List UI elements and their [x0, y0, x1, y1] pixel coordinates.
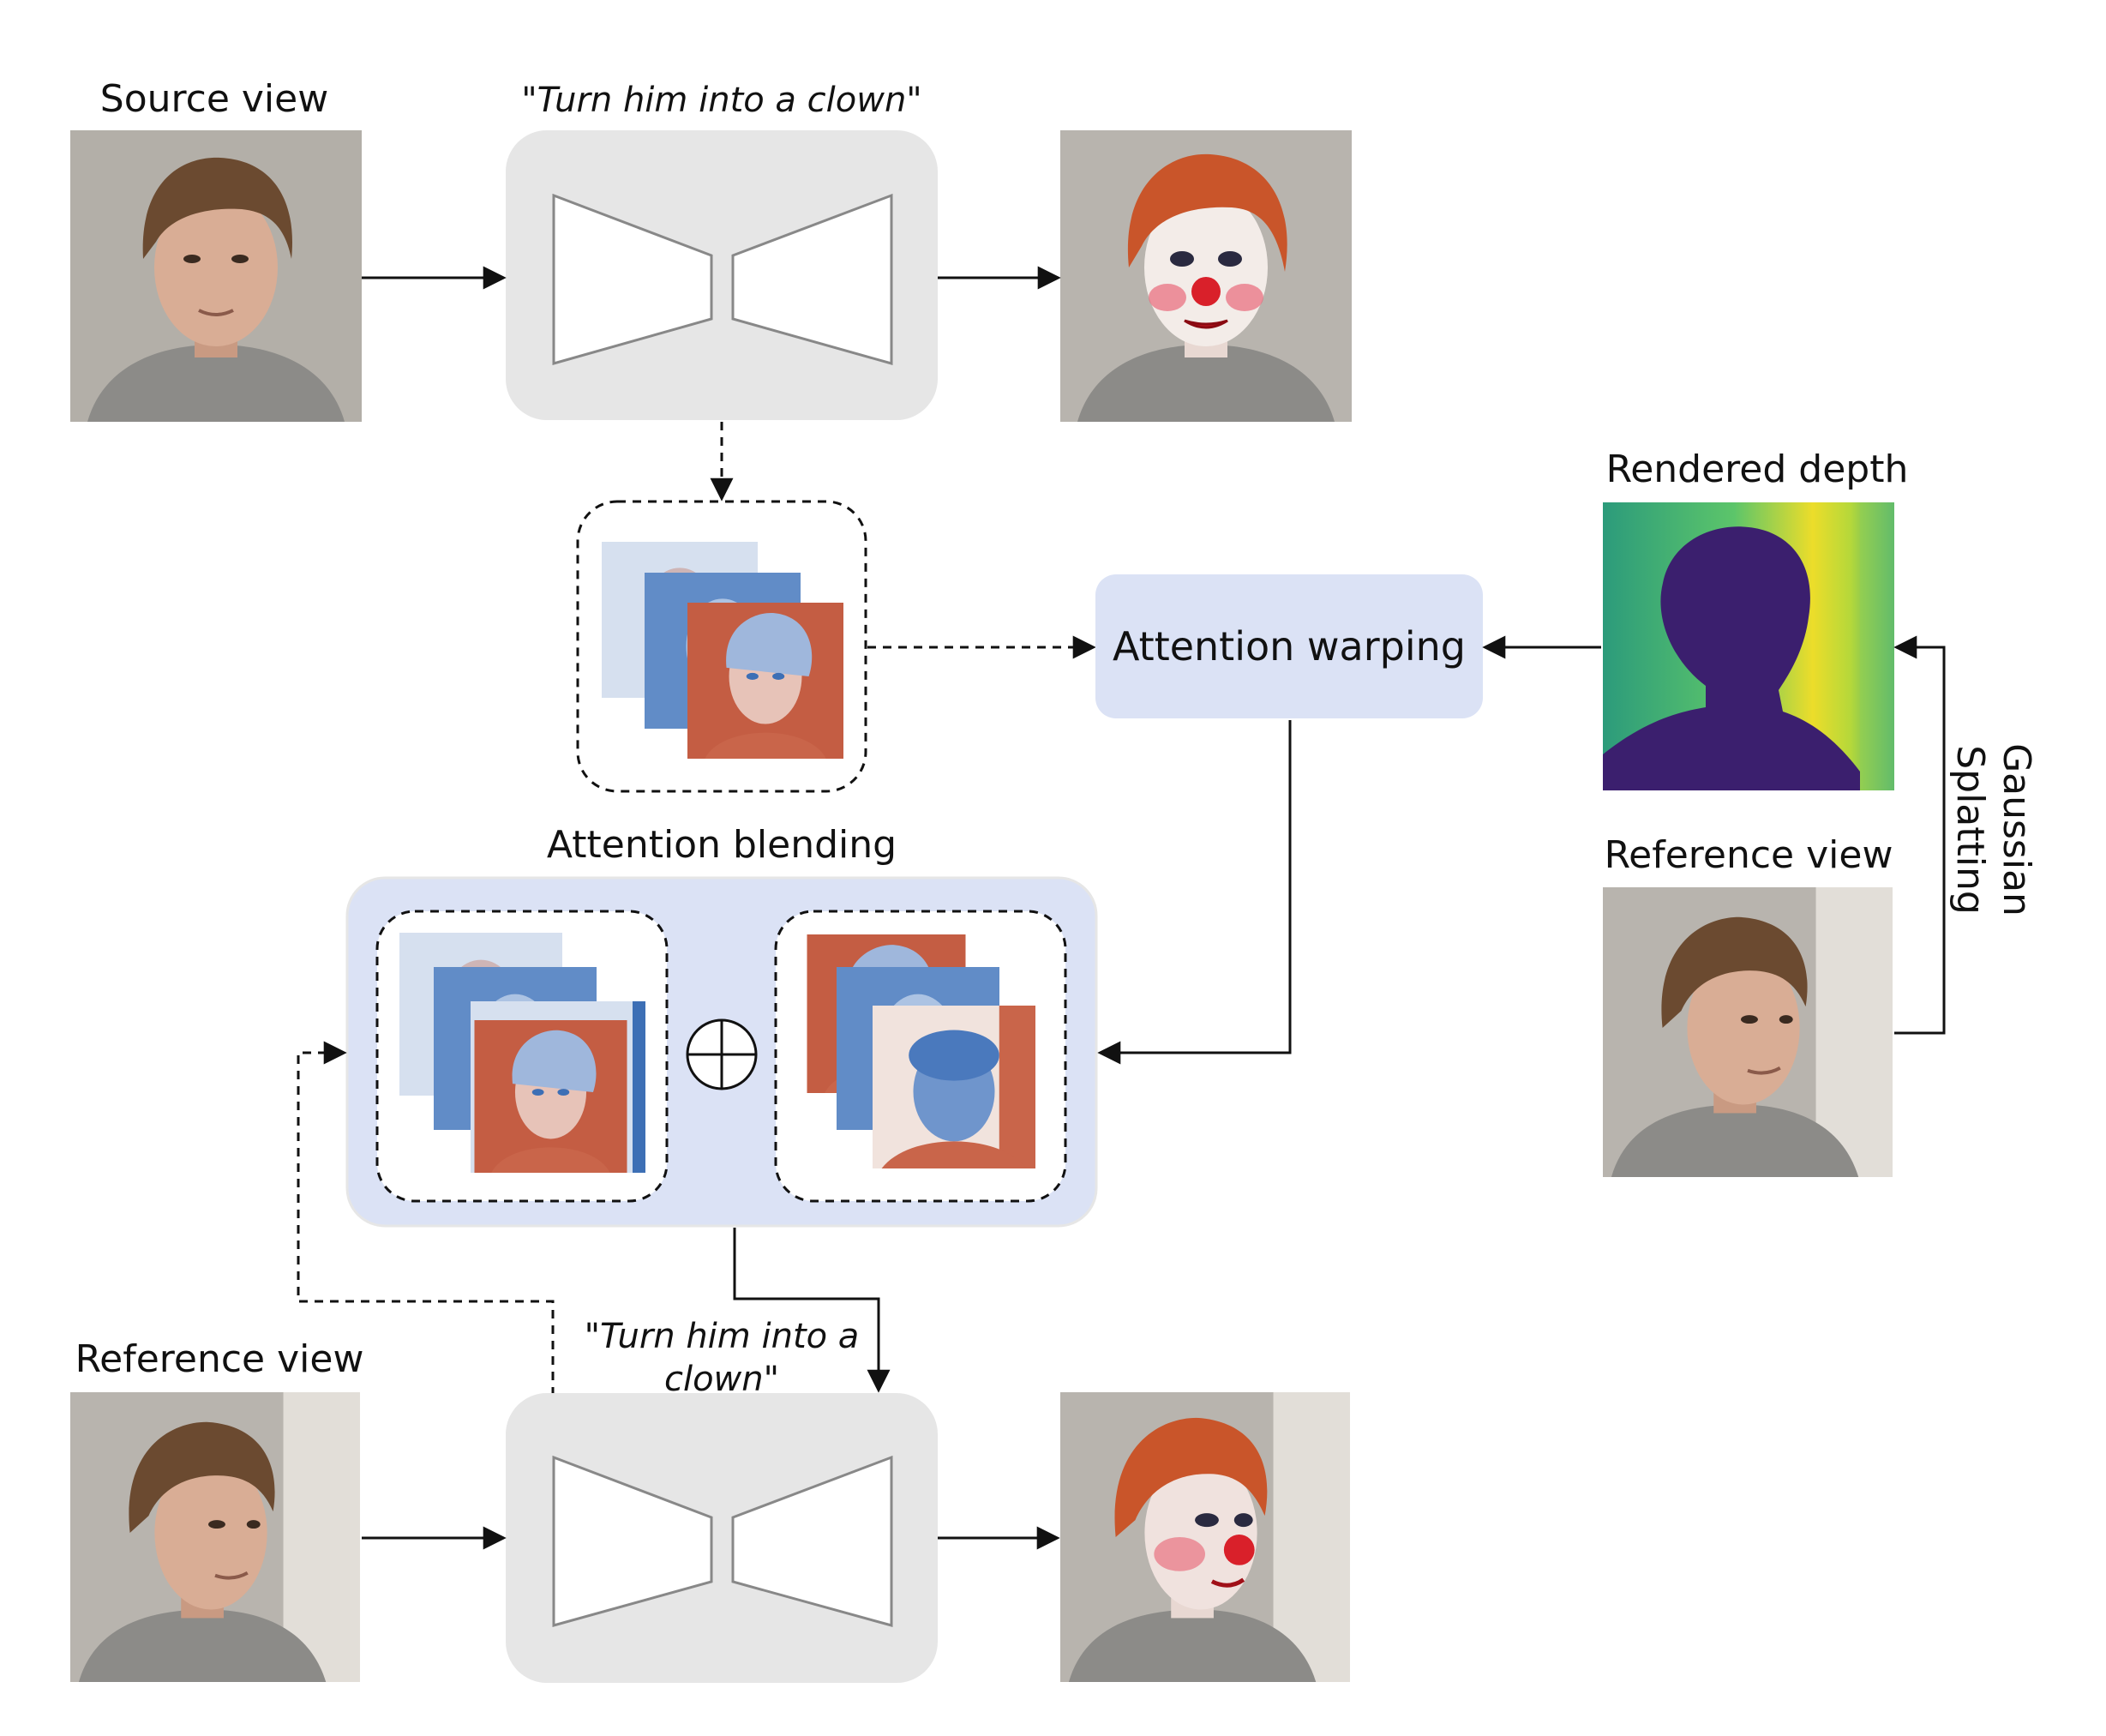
reference-view-bottom-label: Reference view: [75, 1337, 364, 1381]
edited-reference-image: [1060, 1392, 1350, 1682]
reference-view-right-image: [1603, 887, 1893, 1177]
reference-view-right-label: Reference view: [1605, 833, 1893, 877]
gaussian-line2: Splatting: [1948, 745, 1992, 915]
gaussian-splatting-label: Gaussian Splatting: [1948, 743, 2038, 916]
rendered-depth-label: Rendered depth: [1606, 448, 1909, 491]
encoder-decoder-bottom: [506, 1393, 938, 1683]
gaussian-line1: Gaussian: [1995, 743, 2038, 916]
prompt-bottom-line1: "Turn him into a: [585, 1317, 860, 1356]
prompt-bottom-line2: clown": [664, 1360, 779, 1399]
prompt-top-label: "Turn him into a clown": [521, 81, 921, 120]
source-view-image: [70, 130, 362, 422]
oplus-icon: [686, 1018, 758, 1090]
encoder-decoder-top: [506, 130, 938, 420]
attention-warping-module: Attention warping: [1095, 574, 1483, 718]
reference-view-bottom-image: [70, 1392, 360, 1682]
edited-source-image: [1060, 130, 1352, 422]
arrow-reference-unet-to-blending: [297, 1041, 555, 1396]
attention-blending-module: [345, 876, 1098, 1228]
source-view-label: Source view: [100, 77, 328, 121]
arrow-gaussian-splatting: [1893, 635, 1946, 1035]
arrow-warping-to-blending: [1097, 720, 1292, 1065]
arrow-blending-to-unet: [733, 1228, 891, 1393]
rendered-depth-image: [1603, 502, 1894, 790]
source-attention-maps: [576, 500, 867, 793]
attention-blending-label: Attention blending: [547, 823, 897, 867]
attention-warping-label: Attention warping: [1113, 623, 1466, 670]
